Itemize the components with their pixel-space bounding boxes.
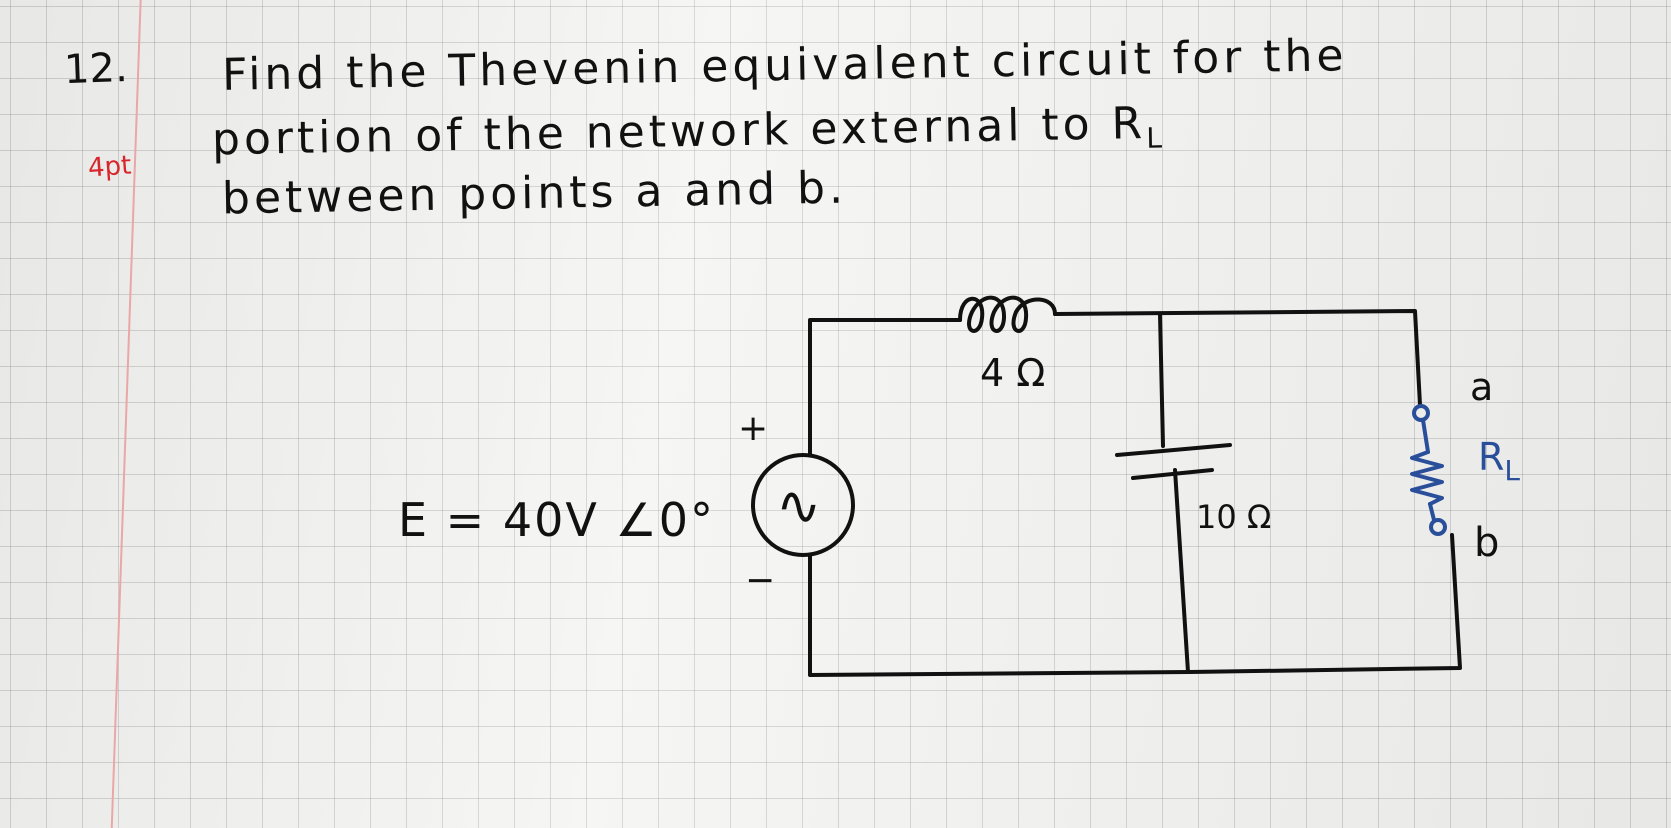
- ac-source-icon: [751, 453, 855, 557]
- inductor-icon: [958, 295, 1057, 333]
- terminal-b-icon: [1429, 518, 1447, 536]
- capacitor-plate-bottom: [1131, 468, 1214, 480]
- plus-label: +: [738, 408, 768, 449]
- minus-label: −: [745, 560, 775, 601]
- capacitor-label: 10 Ω: [1196, 498, 1271, 536]
- capacitor-plate-top: [1115, 443, 1232, 457]
- wire-left-top: [808, 318, 962, 457]
- wire-bottom-right: [1188, 533, 1462, 674]
- wire-left-bottom: [808, 553, 1192, 677]
- load-label-subscript: L: [1504, 454, 1520, 487]
- wire-capacitor-top: [1158, 312, 1165, 448]
- wire-capacitor-bottom: [1173, 468, 1190, 674]
- load-label-text: R: [1478, 435, 1504, 479]
- terminal-a-label: a: [1470, 365, 1493, 409]
- load-wire-top: [1421, 418, 1430, 454]
- terminal-a-icon: [1412, 404, 1430, 422]
- source-symbol: ∿: [776, 474, 821, 537]
- inductor-label: 4 Ω: [980, 351, 1045, 395]
- terminal-b-label: b: [1474, 520, 1499, 566]
- source-label: E = 40V ∠0°: [398, 493, 715, 547]
- wire-top-right: [1053, 309, 1422, 407]
- load-label: RL: [1478, 435, 1520, 487]
- load-wire-bottom: [1428, 502, 1436, 522]
- load-resistor-icon: [1410, 450, 1444, 506]
